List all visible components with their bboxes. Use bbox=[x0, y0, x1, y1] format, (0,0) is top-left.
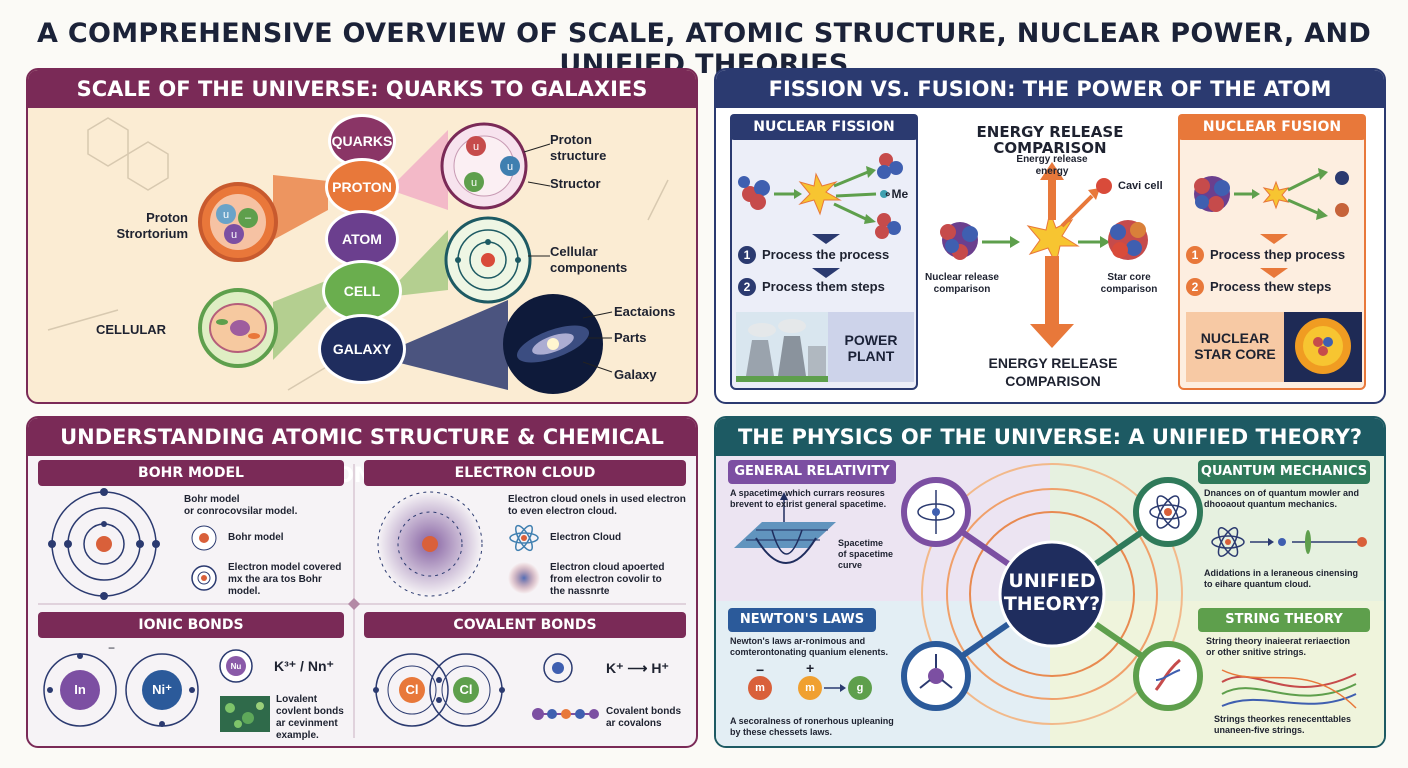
covalent-title: COVALENT BONDS bbox=[364, 612, 686, 638]
energy-release-bottom: ENERGY RELEASE COMPARISON bbox=[988, 355, 1118, 389]
bohr-text-2: Bohr model bbox=[228, 532, 284, 543]
qm-text-2: Adidations in a leraneous cinensing to e… bbox=[1204, 568, 1359, 589]
svg-text:u: u bbox=[223, 209, 229, 221]
tower-galaxy[interactable]: GALAXY bbox=[318, 314, 406, 384]
nuclear-release-label: Nuclear release comparison bbox=[925, 272, 999, 295]
cl-left-label: Cl bbox=[405, 682, 419, 697]
cloud-text-3: Electron cloud apoerted from electron co… bbox=[550, 562, 665, 597]
scale-graphics: u – u u u u bbox=[47, 117, 669, 394]
fusion-title: NUCLEAR FUSION bbox=[1178, 114, 1366, 140]
string-text: String theory inaieerat reriaection or o… bbox=[1206, 636, 1351, 657]
bohr-title: BOHR MODEL bbox=[38, 460, 344, 486]
power-plant-label: POWER PLANT bbox=[844, 332, 898, 364]
string-text-2: Strings theorkes renecenttables unaneen-… bbox=[1214, 714, 1352, 735]
tower-proton[interactable]: PROTON bbox=[325, 158, 399, 216]
atomic-panel: UNDERSTANDING ATOMIC STRUCTURE & CHEMICA… bbox=[26, 416, 698, 748]
cavi-cell-label: Cavi cell bbox=[1118, 180, 1163, 192]
comparison-title: ENERGY RELEASE COMPARISON bbox=[976, 123, 1124, 157]
gr-title[interactable]: GENERAL RELATIVITY bbox=[728, 460, 896, 484]
covalent-formula: K⁺ ⟶ H⁺ bbox=[606, 660, 669, 676]
newton-m1: m bbox=[755, 682, 765, 694]
cellular-components-label: Cellular components bbox=[550, 244, 628, 275]
fission-title: NUCLEAR FISSION bbox=[730, 114, 918, 140]
energy-release-label: Energy release energy bbox=[1016, 154, 1088, 177]
nuclear-star-core-label: NUCLEAR STAR CORE bbox=[1194, 330, 1276, 362]
string-title[interactable]: STRING THEORY bbox=[1198, 608, 1370, 632]
ionic-title: IONIC BONDS bbox=[38, 612, 344, 638]
newton-g: g bbox=[856, 682, 864, 694]
scale-header: SCALE OF THE UNIVERSE: QUARKS TO GALAXIE… bbox=[28, 70, 696, 108]
fission-graphics bbox=[736, 153, 1362, 382]
galaxy-label: Galaxy bbox=[614, 367, 657, 382]
svg-text:u: u bbox=[231, 229, 237, 241]
svg-text:–: – bbox=[245, 212, 252, 224]
scale-panel: SCALE OF THE UNIVERSE: QUARKS TO GALAXIE… bbox=[26, 68, 698, 404]
physics-header: THE PHYSICS OF THE UNIVERSE: A UNIFIED T… bbox=[716, 418, 1384, 456]
proton-left-label: Proton Strortorium bbox=[116, 210, 189, 241]
proton-structure-label: Proton structure bbox=[550, 132, 607, 163]
eactaions-label: Eactaions bbox=[614, 304, 676, 319]
physics-panel: THE PHYSICS OF THE UNIVERSE: A UNIFIED T… bbox=[714, 416, 1386, 748]
gr-text: A spacetime which currars reosures breve… bbox=[730, 488, 887, 509]
page-title: A COMPREHENSIVE OVERVIEW OF SCALE, ATOMI… bbox=[36, 18, 1372, 80]
newton-title[interactable]: NEWTON'S LAWS bbox=[728, 608, 876, 632]
ionic-formula: K³⁺ / Nn⁺ bbox=[274, 658, 334, 674]
cloud-text-1: Electron cloud onels in used electron to… bbox=[508, 494, 686, 517]
cloud-text-2: Electron Cloud bbox=[550, 532, 622, 543]
structor-label: Structor bbox=[550, 176, 601, 191]
fission-header: FISSION VS. FUSION: THE POWER OF THE ATO… bbox=[716, 70, 1384, 108]
svg-text:u: u bbox=[473, 141, 479, 153]
cl-right-label: Cl bbox=[459, 682, 473, 697]
parts-label: Parts bbox=[614, 330, 647, 345]
cloud-title: ELECTRON CLOUD bbox=[364, 460, 686, 486]
fission-panel: FISSION VS. FUSION: THE POWER OF THE ATO… bbox=[714, 68, 1386, 404]
unified-theory-center[interactable]: UNIFIED THEORY? bbox=[1003, 570, 1101, 615]
bohr-text-3: Electron model covered mx the ara tos Bo… bbox=[228, 562, 342, 597]
svg-text:u: u bbox=[471, 177, 477, 189]
qm-text: Dnances on of quantum mowler and dhooaou… bbox=[1204, 488, 1360, 509]
ionic-text: Lovalent covlent bonds ar cevinment exam… bbox=[276, 694, 344, 741]
ion-in-label: In bbox=[74, 682, 86, 697]
covalent-text: Covalent bonds ar covalons bbox=[606, 706, 682, 729]
newton-minus: − bbox=[756, 662, 765, 678]
tower-cell[interactable]: CELL bbox=[322, 260, 402, 322]
atomic-graphics: − bbox=[38, 464, 686, 738]
ion-nu-label: Nu bbox=[230, 662, 242, 671]
qm-title[interactable]: QUANTUM MECHANICS bbox=[1198, 460, 1370, 484]
svg-text:−: − bbox=[108, 641, 115, 655]
ion-ni-label: Ni⁺ bbox=[152, 682, 172, 697]
bohr-text-1: Bohr model or conrocovsilar model. bbox=[184, 494, 298, 517]
newton-text-2: A secoralness of ronerhous upleaning by … bbox=[730, 716, 894, 737]
spacetime-label: Spacetime of spacetime curve bbox=[838, 538, 894, 570]
star-core-comparison-label: Star core comparison bbox=[1100, 272, 1158, 295]
newton-m2: m bbox=[805, 682, 815, 694]
svg-text:u: u bbox=[507, 161, 513, 173]
newton-text: Newton's laws ar-ronimous and comteronto… bbox=[730, 636, 889, 657]
newton-plus: + bbox=[806, 660, 815, 676]
cellular-label: CELLULAR bbox=[96, 322, 167, 337]
fission-me-label: ∘Me bbox=[884, 187, 909, 201]
